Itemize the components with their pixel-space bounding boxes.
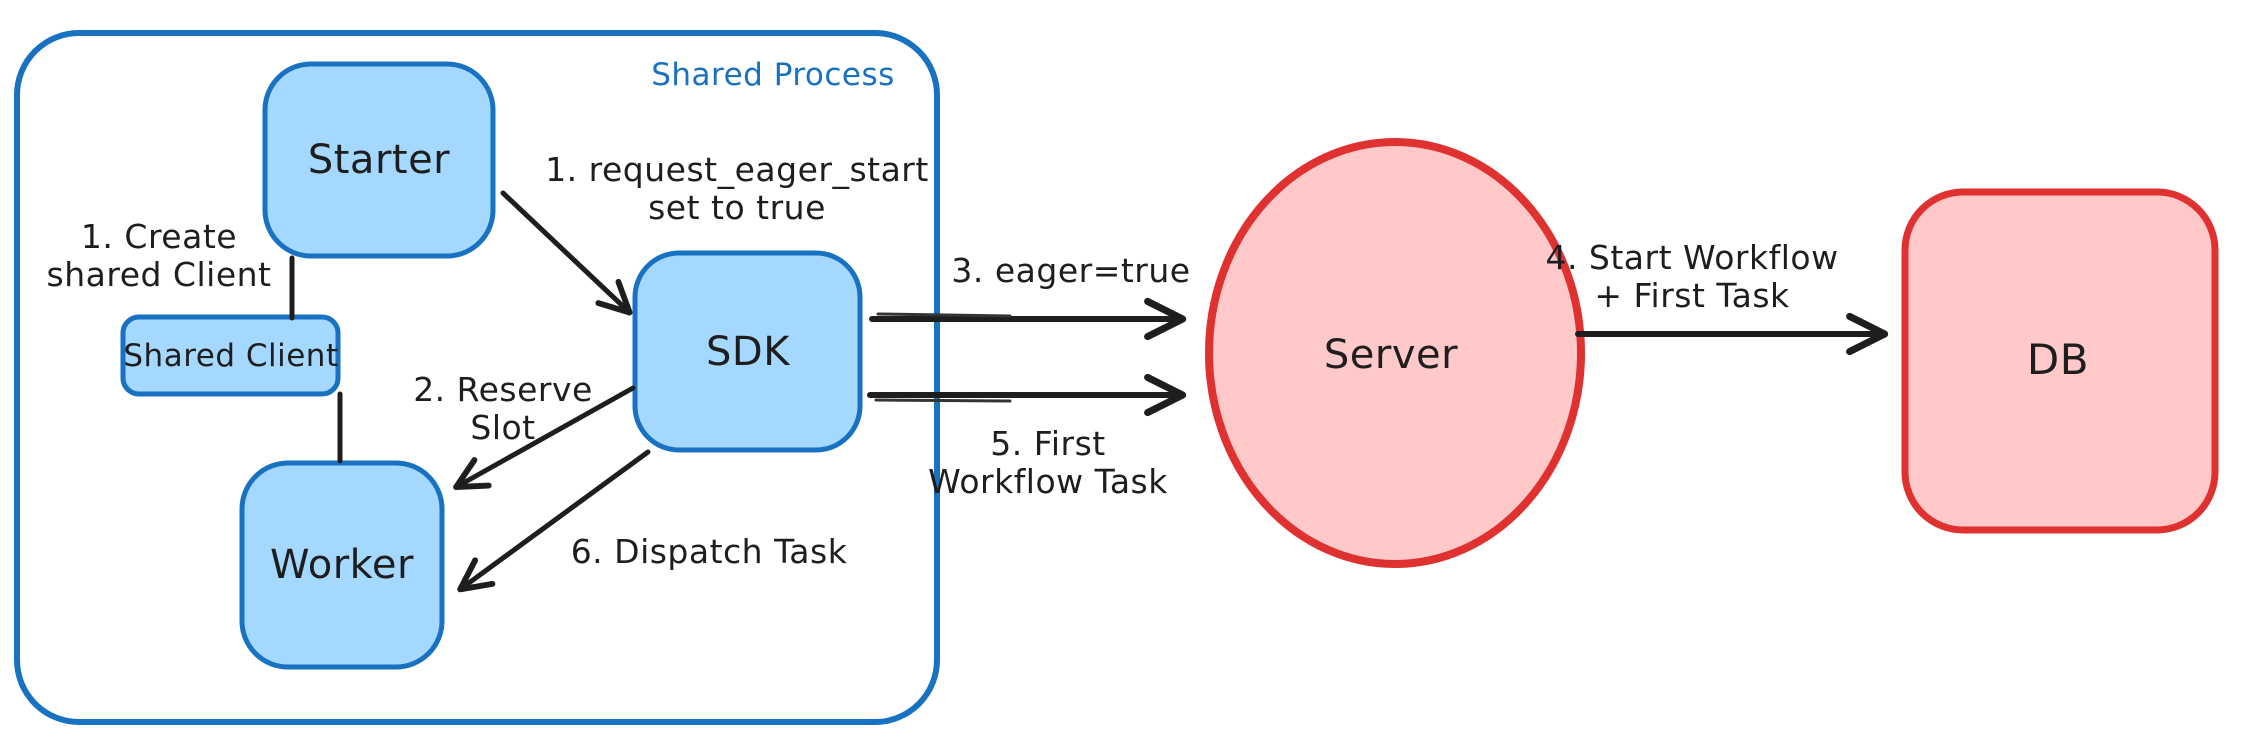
arrow-sdk-dispatch-task-to-worker bbox=[457, 449, 651, 593]
worker-node bbox=[239, 460, 445, 670]
annotation-start-workflow: 4. Start Workflow + First Task bbox=[1545, 238, 1839, 315]
annotation-first-workflow-task: 5. First Workflow Task bbox=[928, 424, 1168, 501]
db-label: DB bbox=[2026, 335, 2090, 384]
server-node bbox=[1205, 138, 1585, 568]
annotation-dispatch-task: 6. Dispatch Task bbox=[570, 532, 848, 571]
shared-client-label: Shared Client bbox=[123, 338, 339, 374]
arrow-starter-to-sdk bbox=[500, 190, 633, 316]
starter-node bbox=[262, 61, 496, 259]
annotation-create-shared-client: 1. Create shared Client bbox=[46, 217, 272, 294]
shared-process-label: Shared Process bbox=[651, 57, 895, 93]
shared-process-container bbox=[14, 30, 940, 725]
annotation-eager-true: 3. eager=true bbox=[951, 251, 1191, 290]
worker-label: Worker bbox=[270, 542, 414, 588]
sdk-node bbox=[632, 250, 863, 453]
shared-client-node bbox=[120, 314, 341, 397]
arrow-sdk-reserve-slot-to-worker bbox=[453, 385, 636, 491]
annotation-reserve-slot: 2. Reserve Slot bbox=[413, 370, 593, 447]
sketch-stroke-2 bbox=[874, 398, 1012, 403]
annotation-request-eager-start: 1. request_eager_start set to true bbox=[545, 150, 929, 227]
sdk-label: SDK bbox=[706, 329, 790, 375]
server-label: Server bbox=[1323, 332, 1459, 378]
starter-label: Starter bbox=[307, 137, 451, 183]
sketch-stroke-1 bbox=[876, 312, 1012, 318]
db-node bbox=[1901, 188, 2219, 534]
